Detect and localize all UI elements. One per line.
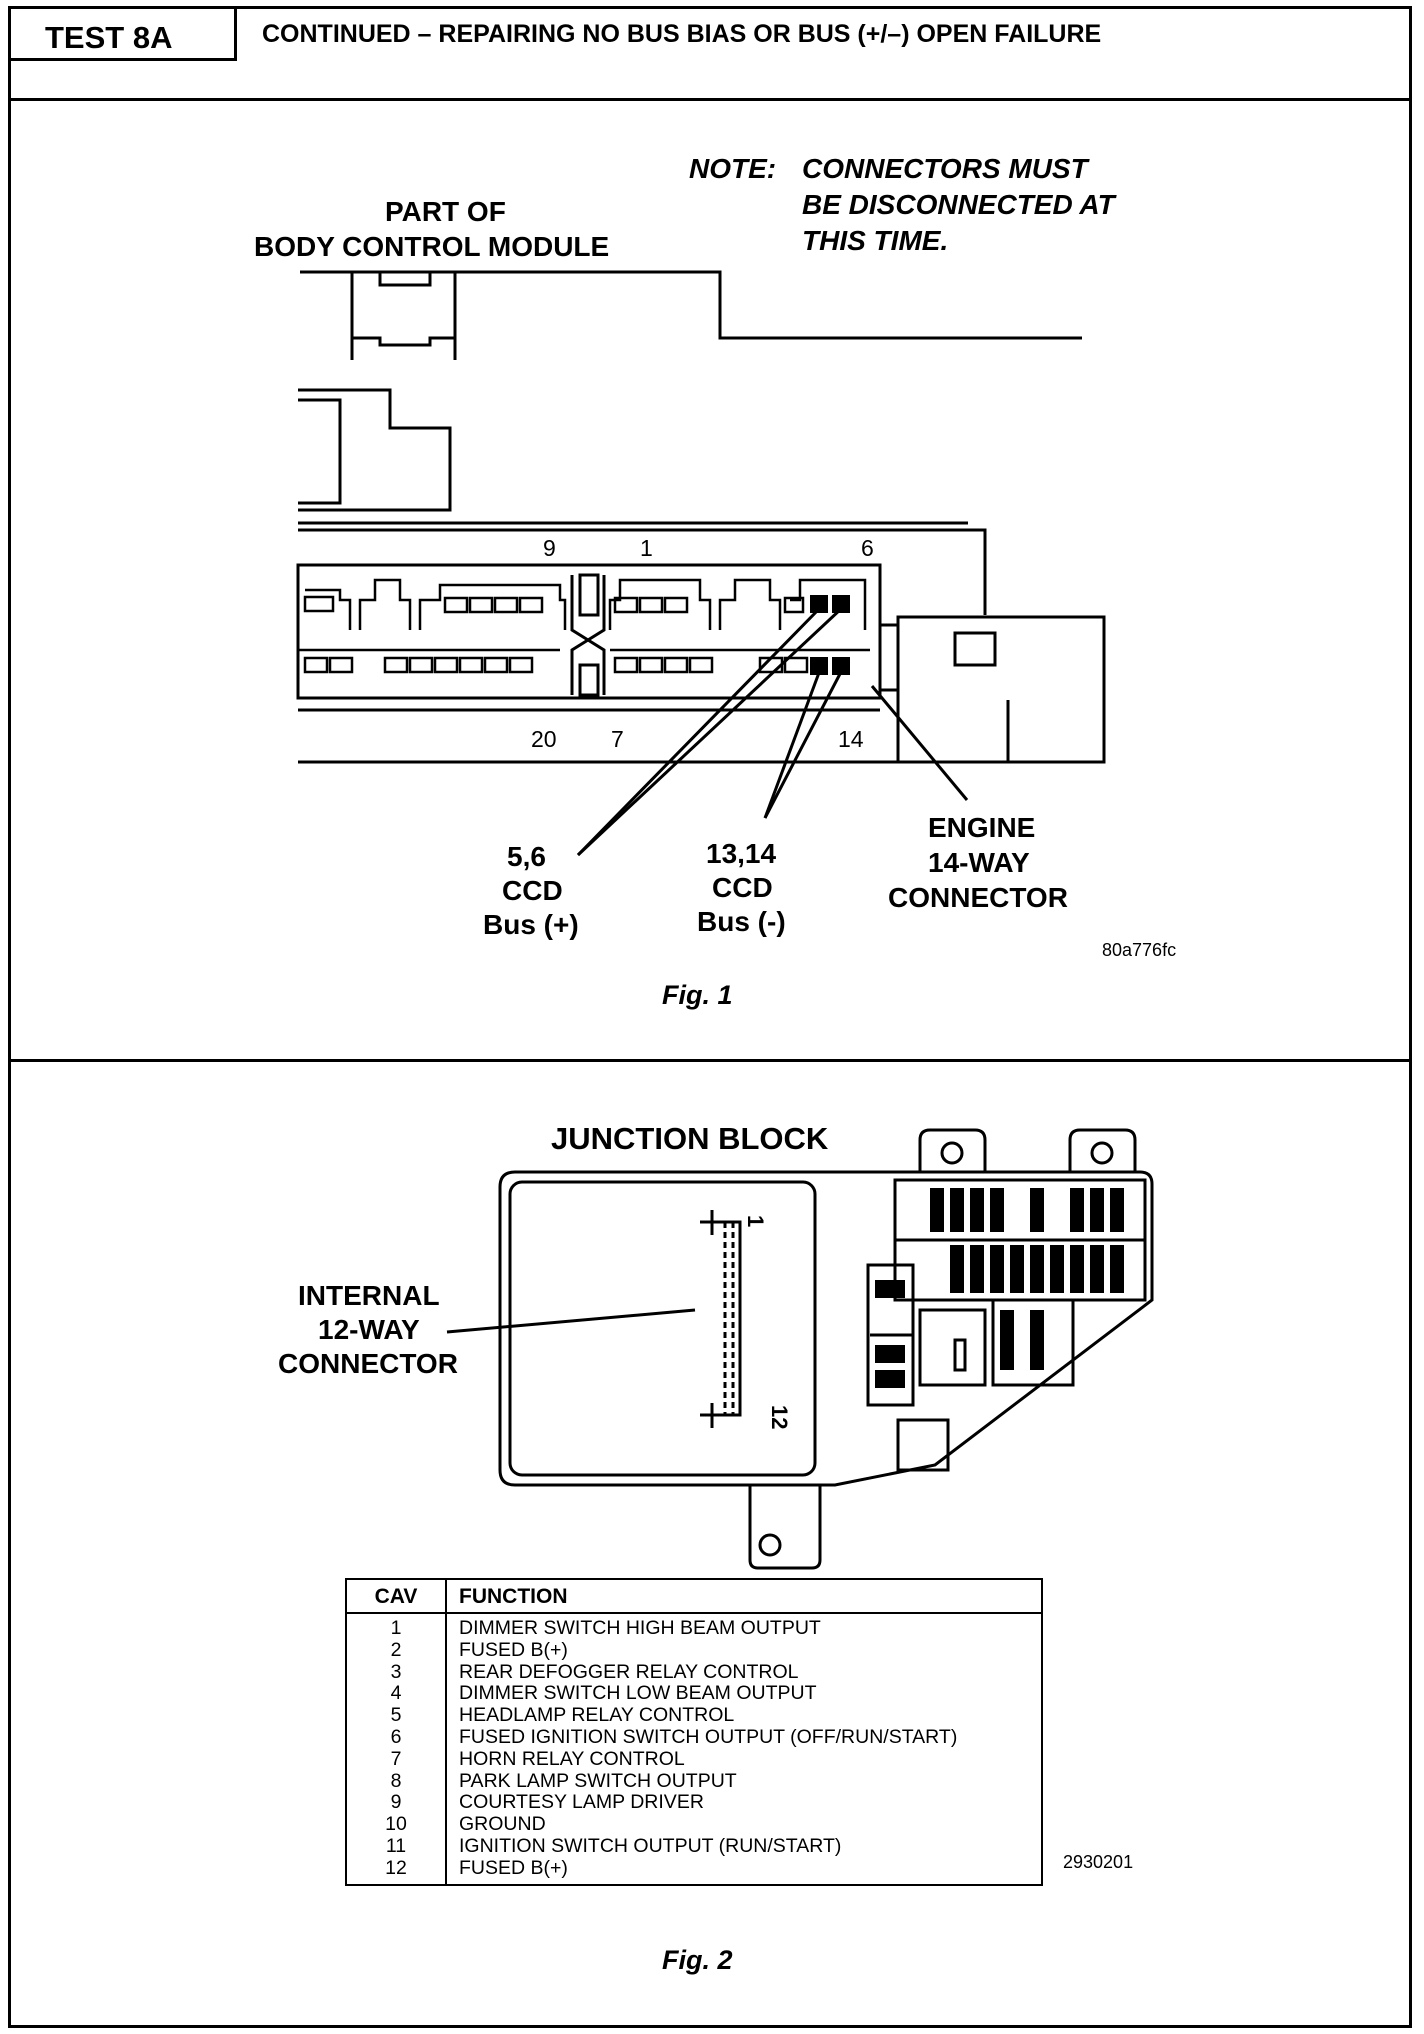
function-cell: HORN RELAY CONTROL xyxy=(459,1747,685,1770)
note-line-1: CONNECTORS MUST xyxy=(802,153,1088,184)
function-cell: FUSED B(+) xyxy=(459,1638,568,1661)
bus-plus-line-2: CCD xyxy=(502,875,563,906)
function-cell: PARK LAMP SWITCH OUTPUT xyxy=(459,1769,737,1792)
function-cell: FUSED IGNITION SWITCH OUTPUT (OFF/RUN/ST… xyxy=(459,1725,958,1748)
pin-label-6: 6 xyxy=(861,535,874,561)
internal-connector-line-1: INTERNAL xyxy=(298,1280,440,1311)
cav-cell: 6 xyxy=(390,1725,402,1748)
fig2-ref-code: 2930201 xyxy=(1063,1852,1134,1872)
function-cell: HEADLAMP RELAY CONTROL xyxy=(459,1704,735,1727)
column-header-function: FUNCTION xyxy=(446,1579,1042,1614)
function-cell: REAR DEFOGGER RELAY CONTROL xyxy=(459,1660,799,1683)
connector-pin-1: 1 xyxy=(743,1215,768,1228)
function-cell: DIMMER SWITCH LOW BEAM OUTPUT xyxy=(459,1682,817,1705)
table-header-row: CAV FUNCTION xyxy=(346,1579,1042,1614)
pin-label-7: 7 xyxy=(611,726,624,752)
cav-cell: 3 xyxy=(390,1660,402,1683)
test-id: TEST 8A xyxy=(45,20,173,55)
function-cell: FUSED B(+) xyxy=(459,1856,568,1879)
note-line-2: BE DISCONNECTED AT xyxy=(802,189,1115,220)
cav-cell: 2 xyxy=(390,1638,402,1661)
fig1-ref-code: 80a776fc xyxy=(1102,940,1177,960)
function-cell: IGNITION SWITCH OUTPUT (RUN/START) xyxy=(459,1834,842,1857)
header-row-divider xyxy=(8,98,1412,101)
bus-minus-line-2: CCD xyxy=(712,872,773,903)
cav-cell: 12 xyxy=(385,1856,407,1879)
engine-connector-line-2: 14-WAY xyxy=(928,847,1030,878)
cavity-function-table: CAV FUNCTION 1 2 3 4 5 6 7 8 9 10 11 12 … xyxy=(345,1578,1043,1886)
bus-minus-line-3: Bus (-) xyxy=(697,906,786,937)
bus-plus-line-3: Bus (+) xyxy=(483,909,579,940)
bus-minus-line-1: 13,14 xyxy=(706,838,777,869)
pin-label-9: 9 xyxy=(543,535,556,561)
internal-connector-line-2: 12-WAY xyxy=(318,1314,420,1345)
section-divider xyxy=(8,1059,1412,1062)
cav-cell: 10 xyxy=(385,1813,407,1836)
cav-cell: 8 xyxy=(390,1769,402,1792)
cav-cell: 5 xyxy=(390,1704,402,1727)
header-cell-bottom-border xyxy=(8,58,237,61)
connector-pin-12: 12 xyxy=(767,1405,792,1430)
note-line-3: THIS TIME. xyxy=(802,225,949,256)
pin-label-20: 20 xyxy=(531,726,557,752)
cav-cell: 7 xyxy=(390,1747,402,1770)
cav-column: 1 2 3 4 5 6 7 8 9 10 11 12 xyxy=(346,1613,447,1885)
header-divider-vertical xyxy=(234,6,237,60)
pin-label-14: 14 xyxy=(838,726,864,752)
function-cell: GROUND xyxy=(459,1813,546,1836)
engine-connector-line-3: CONNECTOR xyxy=(888,882,1068,913)
note-label: NOTE: xyxy=(689,153,777,184)
cav-cell: 11 xyxy=(385,1834,407,1857)
cav-cell: 4 xyxy=(390,1682,402,1705)
module-label-line-1: PART OF xyxy=(385,196,506,227)
bus-plus-line-1: 5,6 xyxy=(507,841,546,872)
fig2-caption: Fig. 2 xyxy=(662,1945,733,1975)
fig1-caption: Fig. 1 xyxy=(662,980,733,1010)
cav-cell: 9 xyxy=(390,1791,402,1814)
table-body: 1 2 3 4 5 6 7 8 9 10 11 12 DIMMER SWITCH… xyxy=(346,1613,1042,1885)
page-frame xyxy=(8,6,1412,2028)
engine-connector-line-1: ENGINE xyxy=(928,812,1036,843)
module-label-line-2: BODY CONTROL MODULE xyxy=(254,231,610,262)
cav-cell: 1 xyxy=(390,1617,402,1639)
pin-label-1: 1 xyxy=(640,535,653,561)
function-column: DIMMER SWITCH HIGH BEAM OUTPUT FUSED B(+… xyxy=(446,1613,1042,1885)
column-header-cav: CAV xyxy=(346,1579,447,1614)
function-cell: DIMMER SWITCH HIGH BEAM OUTPUT xyxy=(459,1617,821,1639)
function-cell: COURTESY LAMP DRIVER xyxy=(459,1791,704,1814)
header-title: CONTINUED – REPAIRING NO BUS BIAS OR BUS… xyxy=(262,20,1102,48)
internal-connector-line-3: CONNECTOR xyxy=(278,1348,458,1379)
junction-block-title: JUNCTION BLOCK xyxy=(551,1121,829,1156)
